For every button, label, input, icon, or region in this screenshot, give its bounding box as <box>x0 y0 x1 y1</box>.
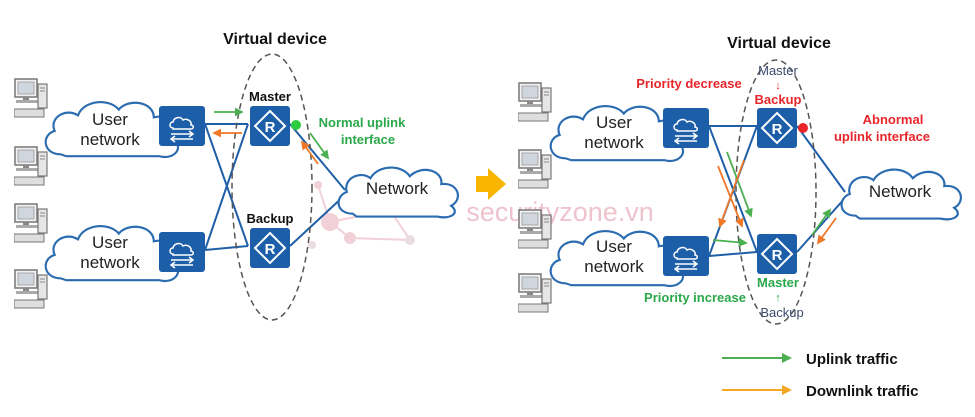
user-network-2-line1: User <box>596 237 632 256</box>
left-links <box>204 123 346 251</box>
user-network-1-line1: User <box>92 110 128 129</box>
new-role-label: Master <box>757 275 799 290</box>
interface-label-line2: uplink interface <box>834 129 930 144</box>
desktop-pc-icon <box>14 78 48 118</box>
user-network-2-line2: network <box>584 257 644 276</box>
desktop-pc-icon <box>518 273 552 313</box>
right-title: Virtual device <box>727 35 831 52</box>
role-change-up-arrow: ↑ <box>775 292 781 304</box>
user-network-2-line1: User <box>92 233 128 252</box>
interface-status-dot <box>291 120 301 130</box>
user-network-1-line2: network <box>584 133 644 152</box>
switch-icon <box>663 108 709 148</box>
uplink-arrow <box>726 151 753 218</box>
router-icon <box>250 106 290 146</box>
legend-downlink-label: Downlink traffic <box>806 383 919 400</box>
previous-role-label: Master <box>758 63 798 78</box>
downlink-arrow <box>718 159 745 228</box>
priority-increase-label: Priority increase <box>644 290 746 305</box>
downlink-arrow <box>300 140 319 165</box>
new-role-label: Backup <box>755 92 802 107</box>
uplink-arrow <box>712 237 748 247</box>
router-icon <box>250 228 290 268</box>
role-change-down-arrow: ↓ <box>775 80 781 92</box>
left-diagram: User network User network Virtual device… <box>14 31 460 321</box>
watermark-graphic <box>308 181 415 249</box>
virtual-device-boundary <box>735 59 817 325</box>
legend: Uplink traffic Downlink traffic <box>722 351 919 400</box>
interface-label-line1: Normal uplink <box>319 115 406 130</box>
router-icon <box>757 108 797 148</box>
backup-label: Backup <box>247 211 294 226</box>
interface-label-line2: interface <box>341 132 395 147</box>
downlink-arrow <box>816 217 837 245</box>
previous-role-label: Backup <box>760 305 803 320</box>
virtual-device-boundary <box>231 53 313 321</box>
desktop-pc-icon <box>14 146 48 186</box>
switch-icon <box>663 236 709 276</box>
switch-icon <box>159 106 205 146</box>
legend-uplink-label: Uplink traffic <box>806 351 898 368</box>
desktop-pc-icon <box>518 149 552 189</box>
interface-label-line1: Abnormal <box>863 112 924 127</box>
user-network-1-line1: User <box>596 113 632 132</box>
user-network-1-line2: network <box>80 130 140 149</box>
desktop-pc-icon <box>518 209 552 249</box>
right-diagram: User network User network Virtual device… <box>518 35 963 325</box>
user-network-2-line2: network <box>80 253 140 272</box>
network-label: Network <box>366 179 429 198</box>
interface-status-dot <box>798 123 808 133</box>
priority-decrease-label: Priority decrease <box>636 76 742 91</box>
router-icon <box>757 234 797 274</box>
watermark-text: securityzone.vn <box>466 197 654 227</box>
network-label: Network <box>869 182 932 201</box>
left-title: Virtual device <box>223 31 327 48</box>
uplink-arrow <box>309 132 330 160</box>
desktop-pc-icon <box>14 203 48 243</box>
uplink-arrow <box>811 208 832 236</box>
desktop-pc-icon <box>14 269 48 309</box>
switch-icon <box>159 232 205 272</box>
right-arrow-icon <box>476 168 506 200</box>
desktop-pc-icon <box>518 82 552 122</box>
master-label: Master <box>249 89 291 104</box>
